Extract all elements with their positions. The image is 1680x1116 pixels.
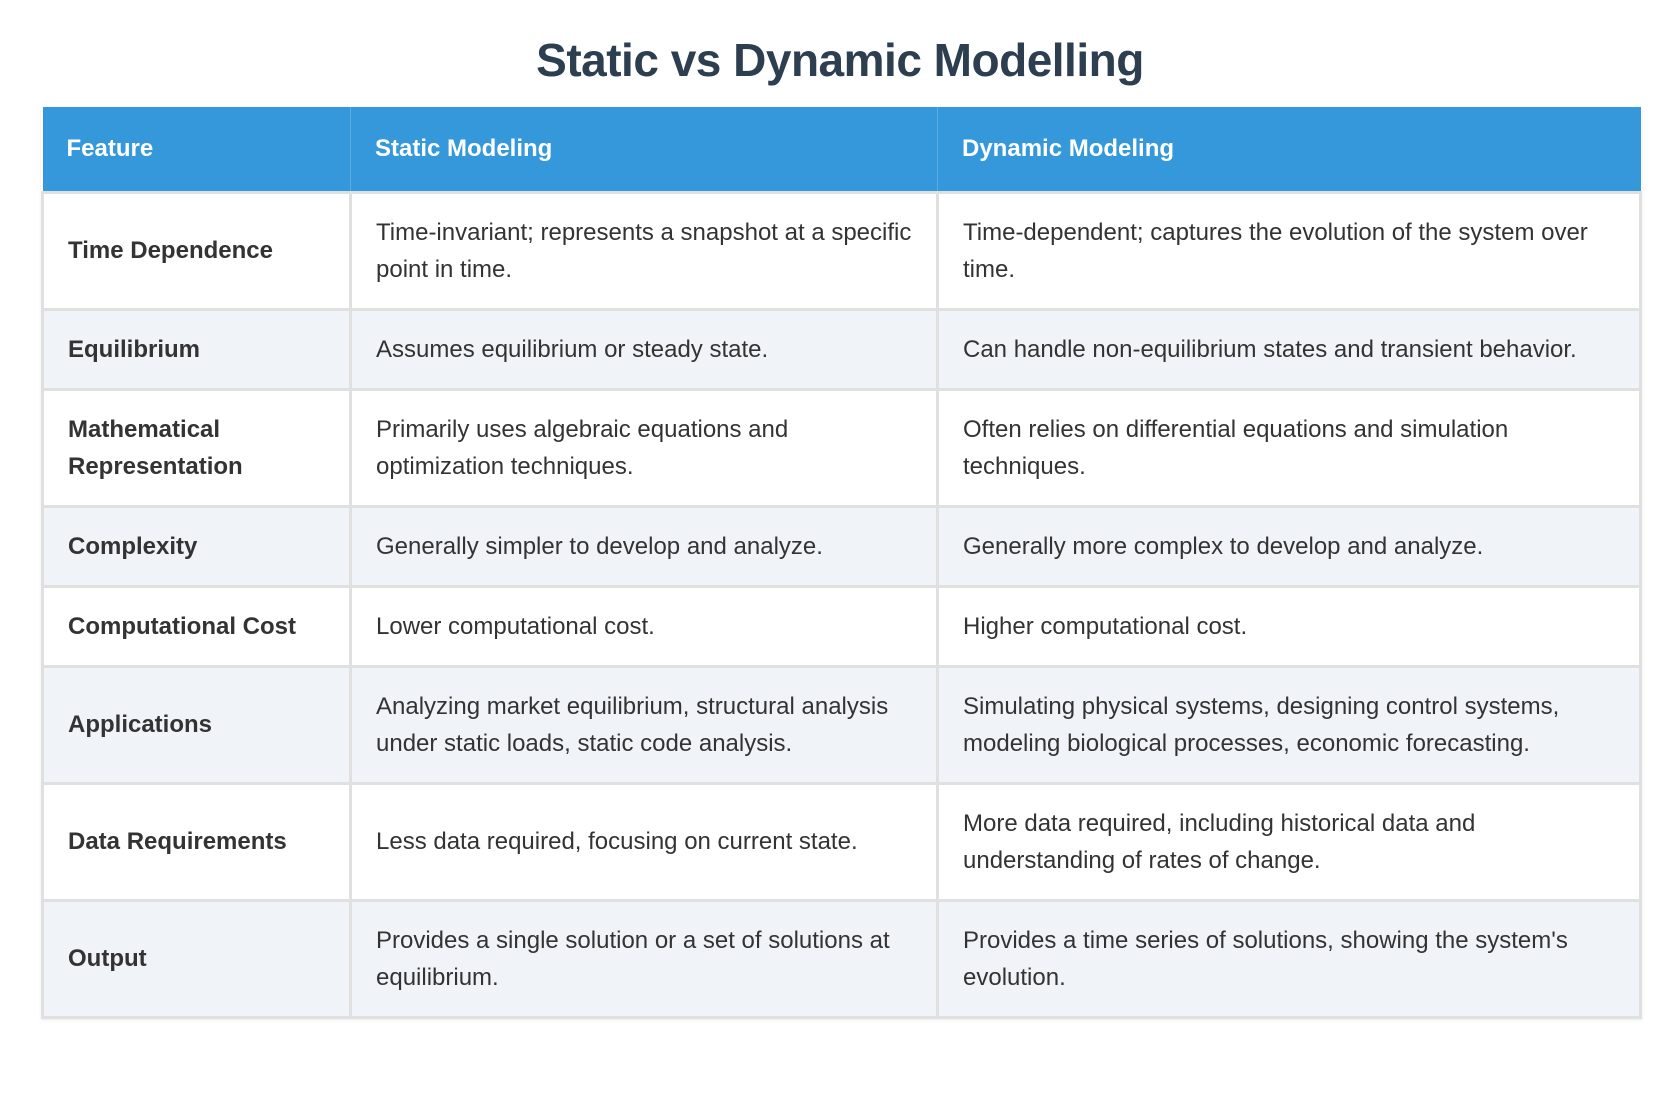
comparison-table-container: Feature Static Modeling Dynamic Modeling… [41, 107, 1642, 1019]
column-header-static-modeling: Static Modeling [350, 107, 938, 192]
feature-cell: Mathematical Representation [41, 387, 352, 508]
table-row-computational-cost: Computational Cost Lower computational c… [41, 584, 1642, 668]
static-cell: Generally simpler to develop and analyze… [349, 504, 939, 588]
table-row-complexity: Complexity Generally simpler to develop … [41, 504, 1642, 588]
feature-cell: Output [41, 898, 352, 1019]
column-header-feature: Feature [42, 107, 351, 192]
table-row-applications: Applications Analyzing market equilibriu… [41, 664, 1642, 785]
static-cell: Lower computational cost. [349, 584, 939, 668]
table-row-mathematical-representation: Mathematical Representation Primarily us… [41, 387, 1642, 508]
page-title: Static vs Dynamic Modelling [536, 34, 1144, 86]
static-cell: Provides a single solution or a set of s… [349, 898, 939, 1019]
static-cell: Primarily uses algebraic equations and o… [349, 387, 939, 508]
feature-cell: Time Dependence [41, 190, 352, 311]
static-cell: Assumes equilibrium or steady state. [349, 307, 939, 391]
feature-cell: Computational Cost [41, 584, 352, 668]
dynamic-cell: Time-dependent; captures the evolution o… [936, 190, 1642, 311]
comparison-table: Feature Static Modeling Dynamic Modeling… [41, 107, 1642, 1019]
dynamic-cell: Generally more complex to develop and an… [936, 504, 1642, 588]
table-row-output: Output Provides a single solution or a s… [41, 898, 1642, 1019]
table-row-data-requirements: Data Requirements Less data required, fo… [41, 781, 1642, 902]
header-row: Feature Static Modeling Dynamic Modeling [42, 107, 1641, 192]
dynamic-cell: More data required, including historical… [936, 781, 1642, 902]
static-cell: Analyzing market equilibrium, structural… [349, 664, 939, 785]
dynamic-cell: Can handle non-equilibrium states and tr… [936, 307, 1642, 391]
dynamic-cell: Provides a time series of solutions, sho… [936, 898, 1642, 1019]
feature-cell: Data Requirements [41, 781, 352, 902]
table-header: Feature Static Modeling Dynamic Modeling [42, 107, 1641, 192]
table-row-time-dependence: Time Dependence Time-invariant; represen… [41, 190, 1642, 311]
static-cell: Time-invariant; represents a snapshot at… [349, 190, 939, 311]
table-row-equilibrium: Equilibrium Assumes equilibrium or stead… [41, 307, 1642, 391]
dynamic-cell: Higher computational cost. [936, 584, 1642, 668]
column-header-dynamic-modeling: Dynamic Modeling [937, 107, 1641, 192]
dynamic-cell: Simulating physical systems, designing c… [936, 664, 1642, 785]
dynamic-cell: Often relies on differential equations a… [936, 387, 1642, 508]
feature-cell: Complexity [41, 504, 352, 588]
table-body: Time Dependence Time-invariant; represen… [41, 190, 1642, 1019]
static-cell: Less data required, focusing on current … [349, 781, 939, 902]
feature-cell: Equilibrium [41, 307, 352, 391]
feature-cell: Applications [41, 664, 352, 785]
